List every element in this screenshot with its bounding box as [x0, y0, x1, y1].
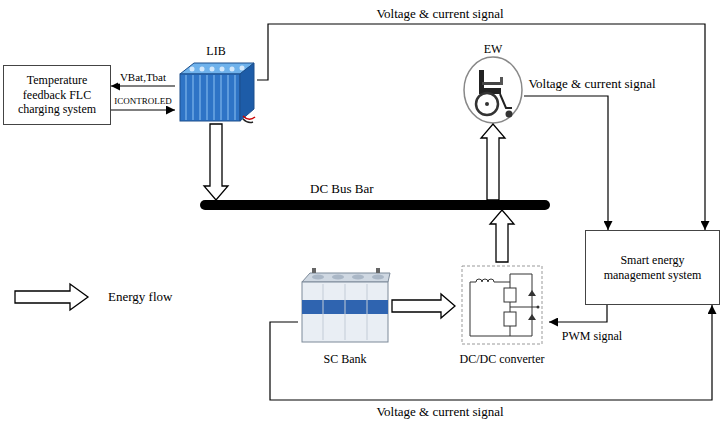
battery-node: LIB — [175, 44, 257, 124]
signal-arrow — [270, 305, 712, 400]
battery-pack-illustration — [240, 66, 245, 71]
converter-circuit-illustration — [532, 274, 533, 336]
converter-circuit-illustration — [528, 314, 536, 320]
battery-pack-illustration — [180, 74, 240, 121]
converter-circuit-illustration — [462, 266, 542, 344]
wheelchair-illustration — [482, 82, 500, 85]
converter-circuit-illustration — [528, 290, 536, 296]
supercapacitor-bank-illustration — [302, 268, 390, 342]
legend-text: Energy flow — [108, 289, 172, 305]
wheelchair-illustration — [476, 93, 498, 115]
energy-flow-arrow — [204, 124, 228, 200]
wheelchair-illustration — [500, 77, 503, 85]
signal-label: Voltage & current signal — [374, 405, 505, 420]
supercapacitor-bank-illustration — [302, 282, 388, 342]
dc-bus-bar: DC Bus Bar — [200, 200, 550, 210]
process-box: Temperature feedback FLC charging system — [3, 65, 111, 125]
supercapacitor-bank-illustration — [367, 284, 368, 340]
converter-circuit-illustration — [462, 266, 542, 344]
wheelchair-node: EW — [462, 42, 524, 124]
converter-circuit-illustration — [510, 274, 511, 336]
battery-pack-illustration — [235, 75, 236, 120]
supercapacitor-bank-illustration — [312, 268, 316, 273]
signal-label: PWM signal — [560, 330, 624, 344]
wheelchair-illustration — [464, 57, 522, 123]
signal-arrow — [549, 305, 607, 322]
battery-pack-illustration — [200, 67, 205, 72]
supercapacitor-bank-illustration — [332, 275, 344, 280]
converter-circuit-illustration — [510, 274, 532, 275]
converter-circuit-illustration — [470, 279, 510, 282]
supercapacitor-bank-illustration — [302, 273, 390, 282]
wheelchair-illustration — [485, 102, 489, 106]
battery-pack-illustration — [243, 119, 253, 123]
battery-pack-illustration — [193, 75, 194, 120]
converter-circuit-illustration — [537, 306, 540, 309]
supercapacitor-node: SC Bank — [298, 268, 392, 366]
node-label: DC Bus Bar — [310, 181, 374, 197]
battery-pack-illustration — [214, 75, 215, 120]
supercapacitor-bank-illustration — [345, 284, 346, 340]
legend-arrow-sample — [15, 284, 88, 310]
supercapacitor-bank-illustration — [376, 268, 380, 273]
energy-flow-arrow — [490, 210, 514, 262]
node-label: Smart energy management system — [590, 253, 715, 282]
wheelchair-illustration — [464, 57, 522, 123]
converter-circuit-illustration — [504, 312, 516, 326]
energy-flow-arrow — [481, 124, 505, 200]
signal-arrow — [111, 109, 175, 110]
battery-pack-illustration — [207, 75, 208, 120]
battery-pack-illustration — [230, 67, 235, 72]
battery-pack-illustration — [186, 75, 187, 120]
node-label: Temperature feedback FLC charging system — [8, 73, 106, 116]
signal-label: Voltage & current signal — [526, 77, 657, 92]
node-label: LIB — [206, 44, 225, 58]
battery-pack-illustration — [243, 116, 255, 119]
battery-pack-illustration — [210, 67, 215, 72]
node-label: SC Bank — [323, 352, 366, 366]
battery-pack-illustration — [240, 63, 254, 121]
battery-pack-illustration — [190, 67, 195, 72]
energy-flow-arrow — [392, 294, 455, 318]
supercapacitor-bank-illustration — [312, 275, 324, 280]
signal-label: ICONTROLED — [112, 96, 174, 106]
process-box: Smart energy management system — [585, 230, 720, 305]
converter-circuit-illustration — [470, 336, 532, 337]
converter-circuit-illustration — [504, 288, 516, 302]
node-label: EW — [484, 42, 503, 56]
supercapacitor-bank-illustration — [323, 284, 324, 340]
legend-arrow-sample — [15, 284, 88, 310]
battery-pack-illustration — [228, 75, 229, 120]
battery-pack-illustration — [200, 75, 201, 120]
battery-pack-illustration — [180, 63, 255, 123]
supercapacitor-bank-illustration — [372, 275, 384, 280]
signal-label: VBat,Tbat — [118, 71, 168, 84]
battery-pack-illustration — [221, 75, 222, 120]
converter-circuit-illustration — [470, 282, 471, 336]
node-label: DC/DC converter — [460, 352, 545, 366]
converter-circuit-illustration — [510, 307, 538, 308]
battery-pack-illustration — [220, 67, 225, 72]
supercapacitor-bank-illustration — [352, 275, 364, 280]
signal-label: Voltage & current signal — [374, 7, 505, 22]
wheelchair-illustration — [506, 111, 513, 118]
converter-node: DC/DC converter — [455, 262, 549, 366]
signal-arrow — [111, 85, 175, 86]
wheelchair-illustration — [500, 94, 512, 108]
